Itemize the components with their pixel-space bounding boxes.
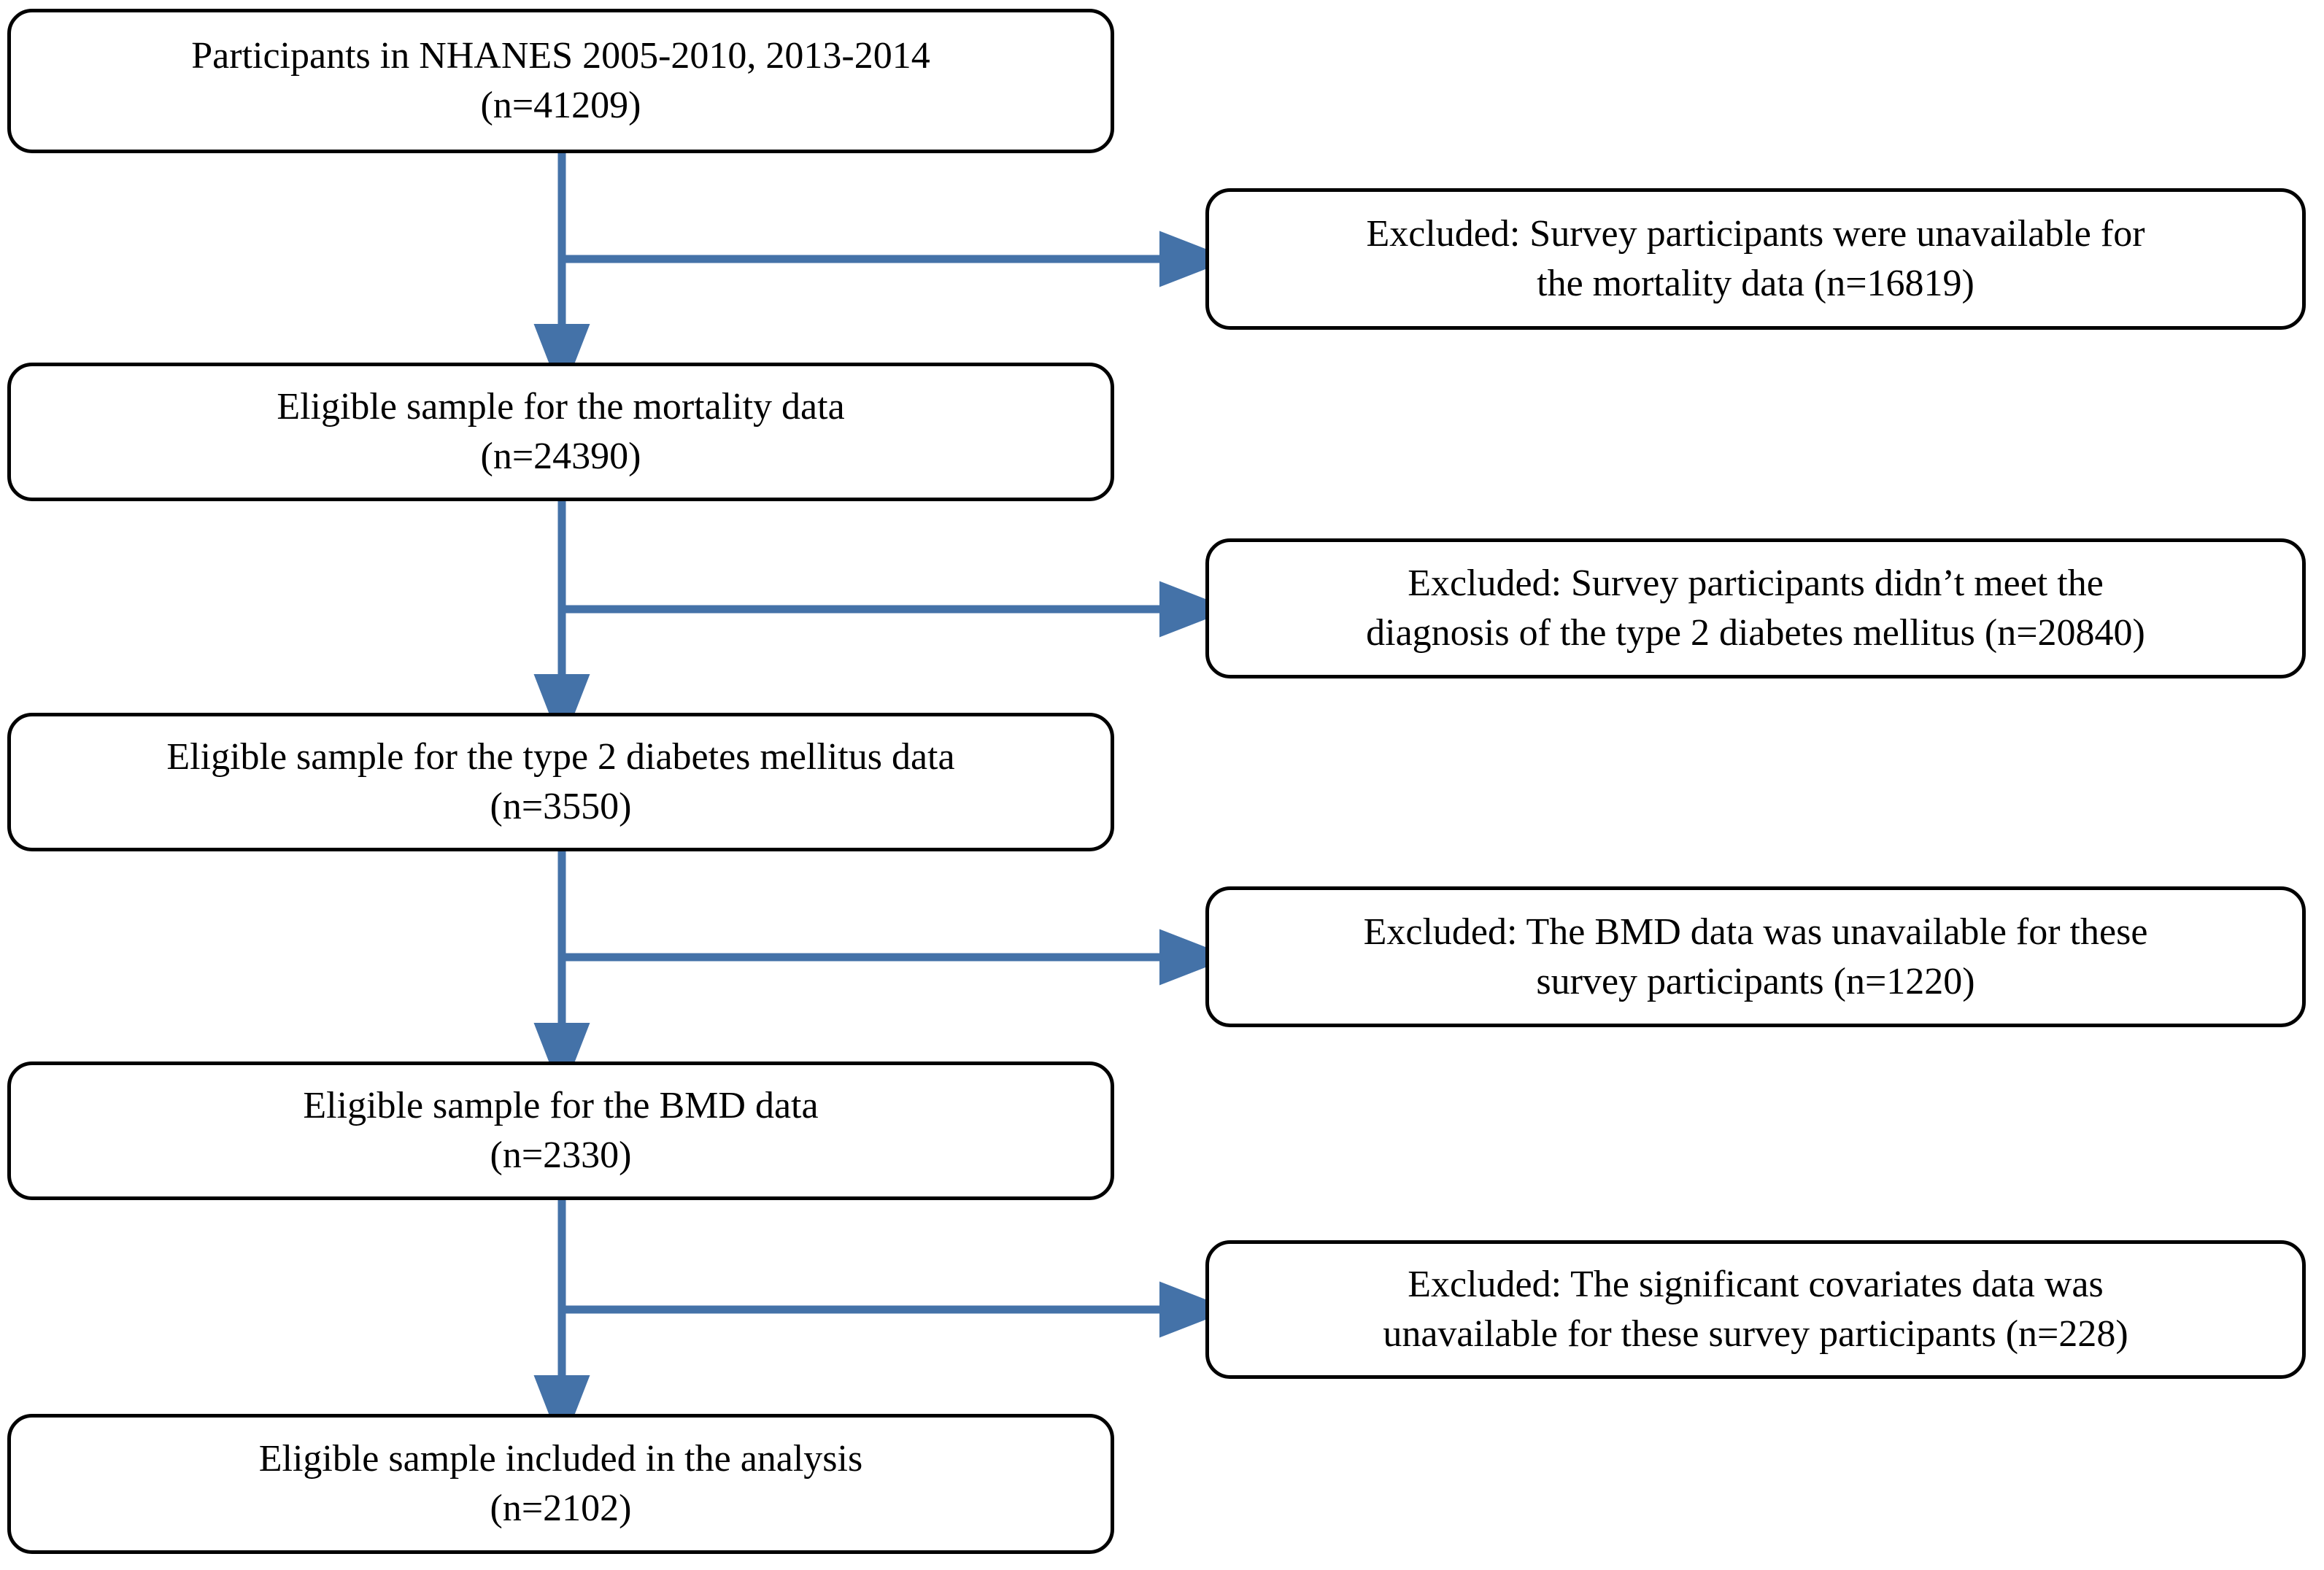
flow-node-t2dm-eligible-label: Eligible sample for the type 2 diabetes …	[166, 736, 955, 827]
exclusion-node-t2dm: Excluded: Survey participants didn’t mee…	[1205, 538, 2306, 678]
flow-node-bmd-eligible: Eligible sample for the BMD data (n=2330…	[7, 1062, 1114, 1200]
flow-node-t2dm-eligible: Eligible sample for the type 2 diabetes …	[7, 713, 1114, 851]
flow-node-participants: Participants in NHANES 2005-2010, 2013-2…	[7, 9, 1114, 153]
exclusion-node-covariates-label: Excluded: The significant covariates dat…	[1383, 1264, 2128, 1355]
exclusion-node-mortality: Excluded: Survey participants were unava…	[1205, 188, 2306, 330]
flow-node-mortality-eligible-label: Eligible sample for the mortality data (…	[277, 386, 845, 477]
flow-node-mortality-eligible: Eligible sample for the mortality data (…	[7, 363, 1114, 501]
flow-node-analysis-included: Eligible sample included in the analysis…	[7, 1414, 1114, 1554]
connector-2	[533, 501, 1232, 746]
exclusion-node-bmd: Excluded: The BMD data was unavailable f…	[1205, 886, 2306, 1027]
connector-1	[533, 153, 1232, 396]
flow-node-bmd-eligible-label: Eligible sample for the BMD data (n=2330…	[303, 1085, 819, 1176]
flow-node-participants-label: Participants in NHANES 2005-2010, 2013-2…	[191, 35, 930, 126]
connector-3	[533, 851, 1232, 1095]
exclusion-node-mortality-label: Excluded: Survey participants were unava…	[1366, 213, 2145, 304]
exclusion-node-bmd-label: Excluded: The BMD data was unavailable f…	[1363, 910, 2148, 1002]
flow-node-analysis-included-label: Eligible sample included in the analysis…	[258, 1438, 863, 1529]
connector-4	[533, 1200, 1232, 1447]
exclusion-node-covariates: Excluded: The significant covariates dat…	[1205, 1240, 2306, 1379]
exclusion-node-t2dm-label: Excluded: Survey participants didn’t mee…	[1366, 562, 2145, 654]
